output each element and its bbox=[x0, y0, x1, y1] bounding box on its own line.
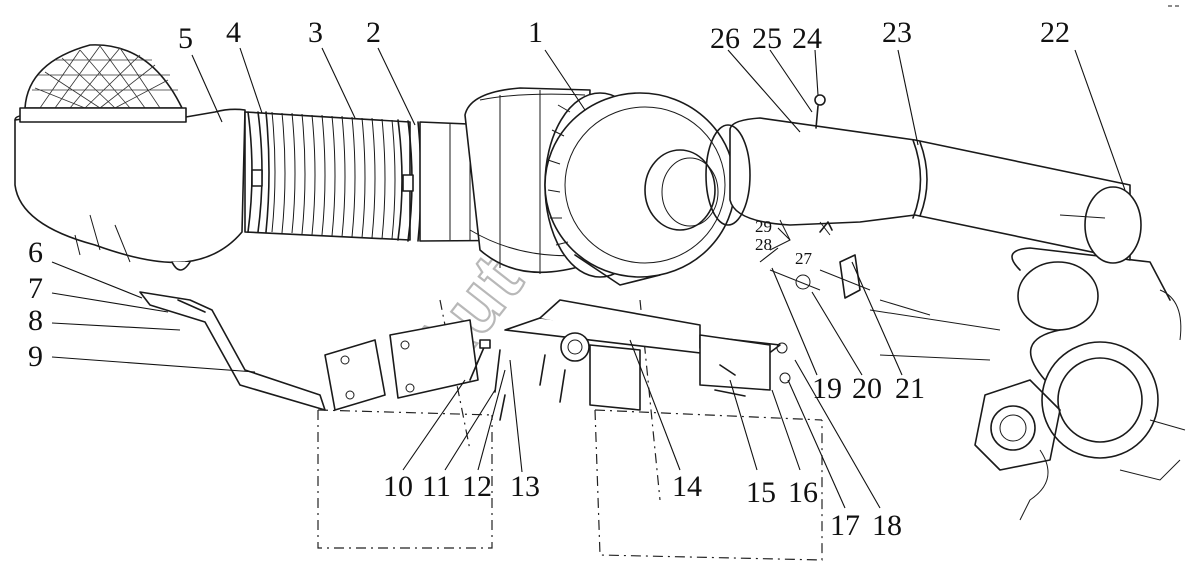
air-filter bbox=[464, 87, 736, 286]
callout-6: 6 bbox=[28, 236, 43, 269]
callout-28: 28 bbox=[755, 235, 772, 254]
grille bbox=[19, 44, 187, 123]
callout-18: 18 bbox=[872, 509, 902, 542]
intake-pipe bbox=[14, 44, 246, 271]
callouts: 1 2 3 4 5 6 7 8 9 10 11 12 13 14 15 16 1… bbox=[28, 16, 1070, 542]
callout-7: 7 bbox=[28, 272, 43, 305]
left-mount-plate bbox=[324, 319, 501, 411]
callout-24: 24 bbox=[792, 22, 822, 55]
callout-2: 2 bbox=[366, 16, 381, 49]
callout-20: 20 bbox=[852, 372, 882, 405]
callout-23: 23 bbox=[882, 16, 912, 49]
outlet-pipe bbox=[705, 94, 1142, 264]
callout-19: 19 bbox=[812, 372, 842, 405]
callout-10: 10 bbox=[383, 470, 413, 503]
callout-5: 5 bbox=[178, 22, 193, 55]
callout-17: 17 bbox=[830, 509, 860, 542]
turbocharger bbox=[974, 247, 1186, 521]
callout-26: 26 bbox=[710, 22, 740, 55]
callout-3: 3 bbox=[308, 16, 323, 49]
callout-12: 12 bbox=[462, 470, 492, 503]
mounting-bracket-rear bbox=[769, 254, 1001, 361]
callout-25: 25 bbox=[752, 22, 782, 55]
callout-13: 13 bbox=[510, 470, 540, 503]
callout-9: 9 bbox=[28, 340, 43, 373]
callout-11: 11 bbox=[422, 470, 451, 503]
support-strut bbox=[139, 291, 326, 411]
callout-27: 27 bbox=[795, 249, 813, 268]
callout-4: 4 bbox=[226, 16, 241, 49]
leader-lines bbox=[51, 47, 1126, 509]
callout-16: 16 bbox=[788, 476, 818, 509]
callout-8: 8 bbox=[28, 304, 43, 337]
callout-22: 22 bbox=[1040, 16, 1070, 49]
callout-21: 21 bbox=[895, 372, 925, 405]
support-bracket-14 bbox=[499, 299, 791, 421]
corrugated-hose bbox=[244, 111, 422, 242]
callout-15: 15 bbox=[746, 476, 776, 509]
callout-29: 29 bbox=[755, 217, 772, 236]
callout-14: 14 bbox=[672, 470, 702, 503]
callout-1: 1 bbox=[528, 16, 543, 49]
